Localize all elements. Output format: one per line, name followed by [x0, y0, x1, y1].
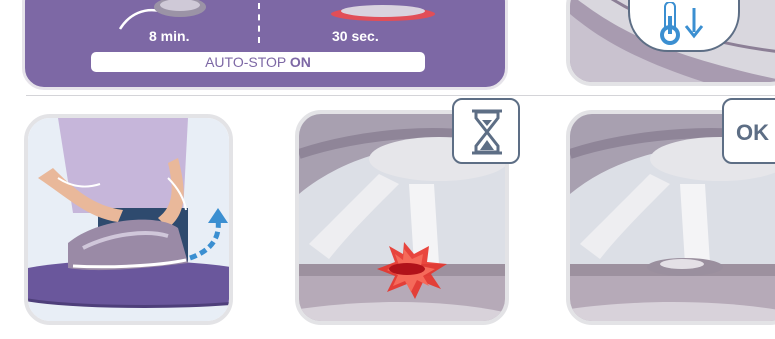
move-iron-panel — [24, 114, 233, 325]
time-left-label: 8 min. — [149, 28, 189, 44]
time-right-label: 30 sec. — [332, 28, 379, 44]
cooling-badge — [628, 0, 740, 52]
section-separator — [26, 95, 775, 96]
iron-illustration-top — [25, 0, 505, 87]
ok-badge: OK — [722, 98, 775, 164]
thermometer-cooling-icon — [652, 2, 722, 52]
hourglass-icon — [468, 108, 506, 156]
auto-stop-info-panel: 8 min. 30 sec. AUTO-STOP ON — [22, 0, 508, 90]
hourglass-badge — [452, 98, 520, 164]
auto-stop-state: ON — [290, 54, 311, 70]
auto-stop-label: AUTO-STOP — [205, 54, 286, 70]
time-divider — [258, 3, 260, 43]
ironing-person-illustration — [28, 118, 233, 325]
ok-label: OK — [736, 120, 769, 146]
auto-stop-bar: AUTO-STOP ON — [91, 52, 425, 72]
